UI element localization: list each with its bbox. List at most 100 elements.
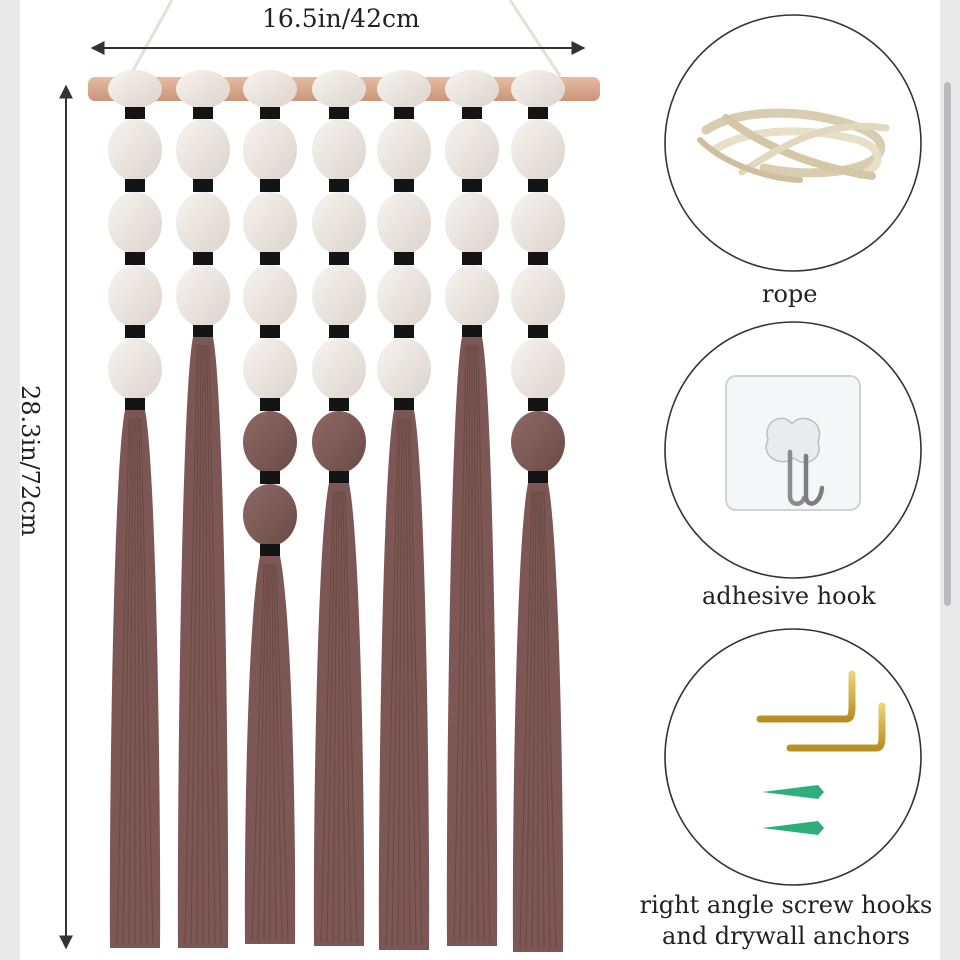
- tassel-fiber: [453, 344, 467, 943]
- tassel-fiber: [184, 344, 198, 945]
- tassel-fiber: [128, 417, 134, 945]
- black-wrap: [528, 107, 548, 119]
- height-dimension-label: 28.3in/72cm: [16, 385, 44, 537]
- tassel-fiber: [543, 490, 557, 949]
- tassel-fiber: [271, 563, 277, 941]
- tassel-fiber: [525, 490, 535, 949]
- black-wrap: [528, 325, 548, 338]
- black-wrap: [462, 252, 482, 265]
- black-wrap: [394, 252, 414, 265]
- hanging-string: [128, 0, 562, 77]
- cream-yarn-ball: [243, 338, 297, 400]
- tassel-fiber: [409, 417, 423, 947]
- tassel-fiber: [116, 417, 130, 945]
- tassel-fiber: [273, 563, 283, 941]
- tassel-fiber: [122, 417, 132, 945]
- brown-yarn-ball: [243, 411, 297, 473]
- adhesive-hook-label: adhesive hook: [702, 582, 876, 610]
- dowel-knot: [108, 70, 162, 108]
- cream-yarn-ball: [312, 338, 366, 400]
- tassel-fiber: [473, 344, 479, 943]
- black-wrap: [260, 252, 280, 265]
- black-wrap: [260, 179, 280, 192]
- black-wrap: [528, 179, 548, 192]
- black-wrap: [394, 325, 414, 338]
- tassel-fiber: [519, 490, 533, 949]
- black-wrap: [329, 252, 349, 265]
- dowel-knot: [176, 70, 230, 108]
- brown-yarn-ball: [243, 484, 297, 546]
- cream-yarn-ball: [176, 119, 230, 181]
- cream-yarn-ball: [445, 265, 499, 327]
- tassel-fiber: [477, 344, 491, 943]
- tassel-fiber: [475, 344, 485, 943]
- cream-yarn-ball: [377, 119, 431, 181]
- tassel-fiber: [326, 490, 336, 943]
- dowel-knot: [312, 70, 366, 108]
- dowel-knot: [243, 70, 297, 108]
- cream-yarn-ball: [511, 192, 565, 254]
- black-wrap: [125, 252, 145, 265]
- cream-yarn-ball: [176, 265, 230, 327]
- tassel-fiber: [190, 344, 200, 945]
- black-wrap: [394, 179, 414, 192]
- screw-hooks-circle: [664, 628, 922, 886]
- cream-yarn-ball: [377, 265, 431, 327]
- cream-yarn-ball: [445, 119, 499, 181]
- tassel-fiber: [391, 417, 401, 947]
- tassel-fiber: [531, 490, 537, 949]
- black-wrap: [125, 398, 145, 411]
- black-wrap: [329, 179, 349, 192]
- brown-yarn-ball: [312, 411, 366, 473]
- tassel-fiber: [204, 344, 210, 945]
- tassel-fiber: [263, 563, 269, 941]
- tassel-fiber: [136, 417, 142, 945]
- black-wrap: [260, 107, 280, 119]
- vertical-scrollbar[interactable]: [944, 82, 951, 606]
- tassel-fiber: [465, 344, 471, 943]
- black-wrap: [125, 325, 145, 338]
- tassel-fiber: [206, 344, 216, 945]
- cream-yarn-ball: [243, 265, 297, 327]
- cream-yarn-ball: [243, 192, 297, 254]
- black-wrap: [193, 252, 213, 265]
- tassel-fiber: [539, 490, 545, 949]
- tassel-fiber: [397, 417, 403, 947]
- tassel-fiber: [344, 490, 358, 943]
- black-wrap: [329, 471, 349, 484]
- tassel-fiber: [385, 417, 399, 947]
- black-wrap: [125, 179, 145, 192]
- cream-yarn-ball: [108, 192, 162, 254]
- cream-yarn-ball: [108, 338, 162, 400]
- black-wrap: [394, 107, 414, 119]
- tassel-fiber: [459, 344, 469, 943]
- black-wrap: [193, 179, 213, 192]
- cream-yarn-ball: [511, 119, 565, 181]
- brown-yarn-ball: [511, 411, 565, 473]
- black-wrap: [260, 544, 280, 557]
- cream-yarn-ball: [243, 119, 297, 181]
- black-wrap: [329, 398, 349, 411]
- black-wrap: [260, 398, 280, 411]
- cream-yarn-ball: [445, 192, 499, 254]
- macrame-strands: [108, 70, 565, 952]
- black-wrap: [193, 325, 213, 338]
- rope-coil-icon: [697, 108, 890, 183]
- rope-label: rope: [762, 280, 818, 308]
- tassel-fiber: [407, 417, 417, 947]
- adhesive-hook-icon: [725, 375, 861, 511]
- tassel-fiber: [405, 417, 411, 947]
- tassel-fiber: [208, 344, 222, 945]
- tassel-fiber: [332, 490, 338, 943]
- screw-hooks-anchors-icon: [680, 670, 886, 835]
- dowel-knot: [377, 70, 431, 108]
- dowel-knot: [445, 70, 499, 108]
- tassel-fiber: [257, 563, 267, 941]
- tassel-fiber: [342, 490, 352, 943]
- cream-yarn-ball: [108, 119, 162, 181]
- width-dimension-label: 16.5in/42cm: [262, 4, 420, 33]
- cream-yarn-ball: [511, 338, 565, 400]
- black-wrap: [260, 325, 280, 338]
